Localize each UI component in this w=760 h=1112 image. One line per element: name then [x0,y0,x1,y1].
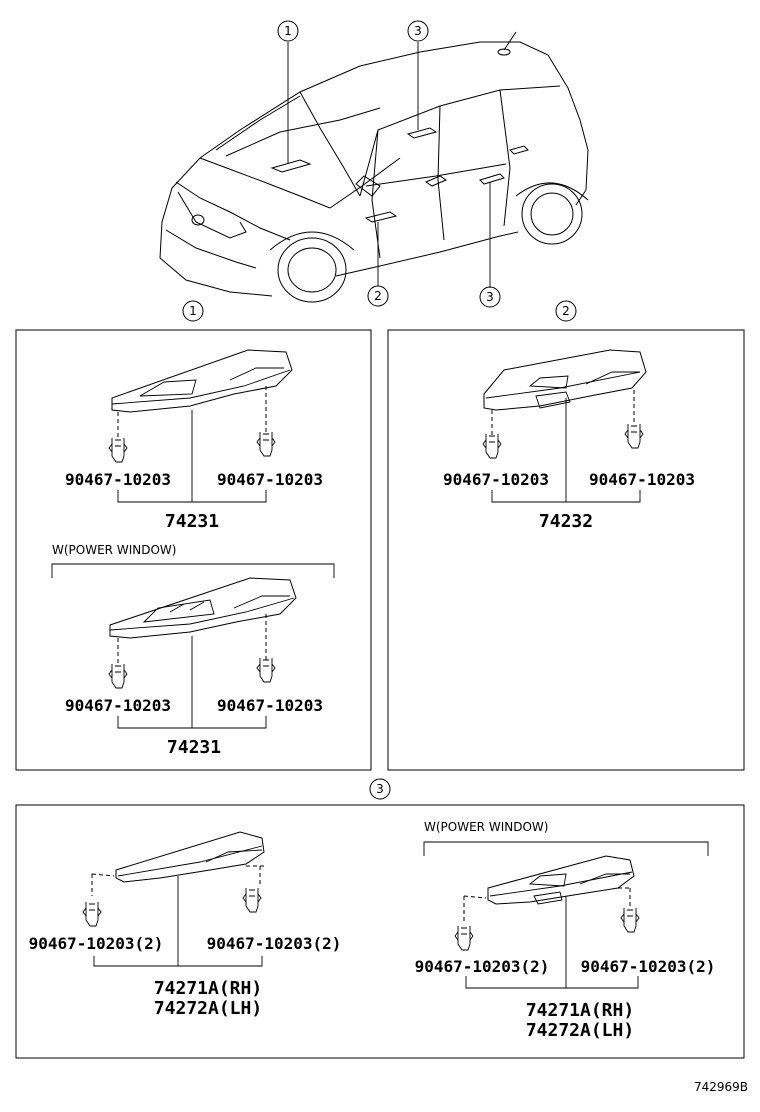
part-number-lh: 74272A(LH) [154,998,262,1019]
clip-icon [108,437,128,463]
part-number: 74231 [165,511,219,532]
svg-text:2: 2 [562,304,570,318]
clip-part-number: 90467-10203(2) [29,934,164,953]
callout-3-panel: 3 [369,778,391,800]
switch-bezel-74232 [483,349,647,411]
clip-icon [242,887,262,913]
clip-icon [482,433,502,459]
clip-part-number: 90467-10203 [217,696,323,715]
part-number-lh: 74272A(LH) [526,1020,634,1041]
switch-bezel-74231 [111,349,293,413]
panel-1 [15,329,372,771]
door-bezel-rear [115,831,265,883]
clip-icon [454,925,474,951]
clip-icon [256,431,276,457]
clip-icon [256,657,276,683]
svg-text:3: 3 [486,290,494,304]
car-illustration [159,31,589,303]
svg-text:3: 3 [414,24,422,38]
part-number-rh: 74271A(RH) [526,1000,634,1021]
clip-part-number: 90467-10203(2) [581,957,716,976]
part-number: 74231 [167,737,221,758]
clip-part-number: 90467-10203 [443,470,549,489]
callout-3-top: 3 [407,20,429,42]
svg-text:3: 3 [376,782,384,796]
clip-part-number: 90467-10203 [65,696,171,715]
clip-icon [82,901,102,927]
switch-bezel-74231-power-window [109,577,297,639]
callout-2-panel: 2 [555,300,577,322]
panel-2 [387,329,745,771]
clip-part-number: 90467-10203(2) [415,957,550,976]
svg-text:1: 1 [189,304,197,318]
option-label: W(POWER WINDOW) [52,543,176,557]
option-label: W(POWER WINDOW) [424,820,548,834]
diagram-id: 742969B [694,1080,748,1094]
clip-part-number: 90467-10203 [589,470,695,489]
callout-3-car: 3 [479,286,501,308]
clip-part-number: 90467-10203(2) [207,934,342,953]
clip-part-number: 90467-10203 [217,470,323,489]
clip-icon [624,423,644,449]
part-number: 74232 [539,511,593,532]
clip-part-number: 90467-10203 [65,470,171,489]
door-bezel-rear-power-window [487,855,635,905]
callout-1-panel: 1 [182,300,204,322]
part-number-rh: 74271A(RH) [154,978,262,999]
clip-icon [108,663,128,689]
callout-1-top: 1 [277,20,299,42]
svg-text:2: 2 [374,289,382,303]
callout-2-car: 2 [367,285,389,307]
clip-icon [620,907,640,933]
panel-3 [15,804,745,1059]
svg-text:1: 1 [284,24,292,38]
